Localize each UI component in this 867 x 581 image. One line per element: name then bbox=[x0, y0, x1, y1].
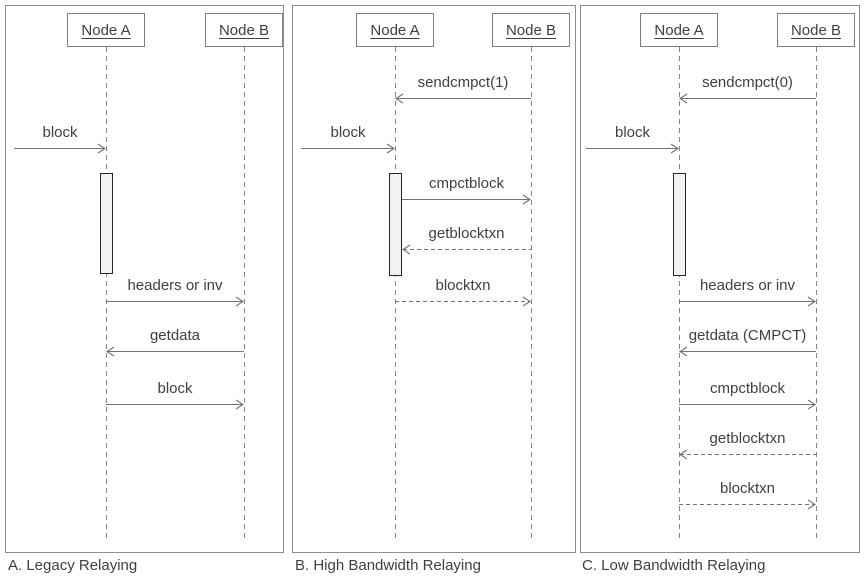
message-headers-or-inv: headers or inv bbox=[106, 277, 244, 307]
node-label: Node A bbox=[654, 21, 704, 39]
message-label: block bbox=[42, 124, 78, 141]
message-block-incoming: block bbox=[586, 124, 679, 154]
message-label: block bbox=[330, 124, 366, 141]
activation-bar bbox=[389, 173, 402, 276]
message-label: getdata bbox=[149, 327, 201, 344]
message-blocktxn: blocktxn bbox=[395, 277, 531, 307]
activation-bar bbox=[673, 173, 686, 276]
message-cmpctblock: cmpctblock bbox=[402, 175, 531, 205]
message-label: headers or inv bbox=[127, 277, 223, 294]
lifeline-node-a bbox=[395, 47, 396, 542]
message-sendcmpct-0: sendcmpct(0) bbox=[679, 74, 816, 104]
message-label: getblocktxn bbox=[428, 225, 505, 242]
caption-low-bandwidth-relaying: C. Low Bandwidth Relaying bbox=[582, 557, 766, 574]
node-box-b: Node B bbox=[205, 13, 283, 47]
lifeline-node-a bbox=[679, 47, 680, 542]
message-block: block bbox=[106, 380, 244, 410]
panel-legacy-relaying: Node A Node B block headers or inv getda… bbox=[5, 5, 284, 553]
lifeline-node-b bbox=[244, 47, 245, 542]
node-label: Node B bbox=[218, 21, 270, 39]
message-label: sendcmpct(0) bbox=[702, 74, 793, 91]
node-label: Node B bbox=[790, 21, 842, 39]
lifeline-node-a bbox=[106, 47, 107, 542]
panel-high-bandwidth-relaying: Node A Node B sendcmpct(1) block cmpctbl… bbox=[292, 5, 576, 553]
message-label: cmpctblock bbox=[428, 175, 505, 192]
node-label: Node A bbox=[370, 21, 420, 39]
message-cmpctblock: cmpctblock bbox=[679, 380, 816, 410]
activation-bar bbox=[100, 173, 113, 274]
caption-legacy-relaying: A. Legacy Relaying bbox=[8, 557, 138, 574]
message-label: cmpctblock bbox=[709, 380, 786, 397]
message-label: blocktxn bbox=[719, 480, 776, 497]
message-blocktxn: blocktxn bbox=[679, 480, 816, 510]
lifeline-node-b bbox=[816, 47, 817, 542]
message-getdata: getdata bbox=[106, 327, 244, 357]
message-label: block bbox=[157, 380, 193, 397]
message-label: getblocktxn bbox=[709, 430, 786, 447]
node-label: Node A bbox=[81, 21, 131, 39]
node-box-a: Node A bbox=[356, 13, 434, 47]
node-label: Node B bbox=[505, 21, 557, 39]
message-label: headers or inv bbox=[699, 277, 796, 294]
node-box-a: Node A bbox=[640, 13, 718, 47]
caption-high-bandwidth-relaying: B. High Bandwidth Relaying bbox=[295, 557, 481, 574]
message-getblocktxn: getblocktxn bbox=[402, 225, 531, 255]
message-sendcmpct-1: sendcmpct(1) bbox=[395, 74, 531, 104]
node-box-b: Node B bbox=[492, 13, 570, 47]
message-label: block bbox=[614, 124, 651, 141]
node-box-a: Node A bbox=[67, 13, 145, 47]
message-getdata-cmpct: getdata (CMPCT) bbox=[679, 327, 816, 357]
message-label: sendcmpct(1) bbox=[417, 74, 509, 91]
node-box-b: Node B bbox=[777, 13, 855, 47]
message-block-incoming: block bbox=[301, 124, 395, 154]
message-label: getdata (CMPCT) bbox=[688, 327, 807, 344]
message-getblocktxn: getblocktxn bbox=[679, 430, 816, 460]
panel-low-bandwidth-relaying: Node A Node B sendcmpct(0) block headers… bbox=[580, 5, 860, 553]
lifeline-node-b bbox=[531, 47, 532, 542]
message-label: blocktxn bbox=[435, 277, 491, 294]
message-headers-or-inv: headers or inv bbox=[679, 277, 816, 307]
message-block-incoming: block bbox=[14, 124, 106, 154]
